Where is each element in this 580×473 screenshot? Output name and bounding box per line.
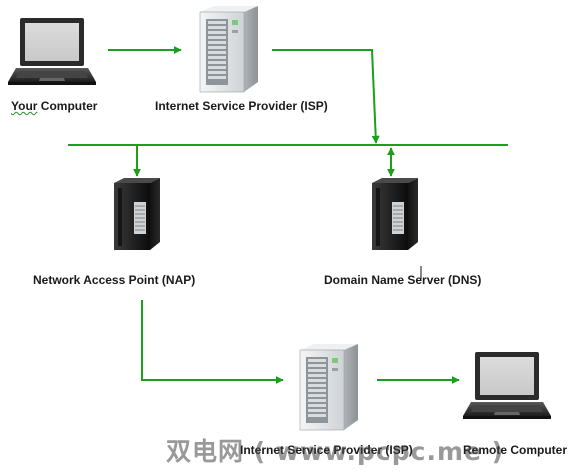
server-icon <box>299 344 358 431</box>
black-server-icon <box>114 178 160 250</box>
black-server-icon <box>372 178 418 250</box>
server-icon <box>199 6 258 93</box>
label-your-computer: Your Computer <box>11 99 97 113</box>
arrow-nap-to-isp <box>141 300 284 384</box>
label-nap: Network Access Point (NAP) <box>33 273 196 287</box>
label-remote-computer: Remote Computer <box>463 443 568 457</box>
label-isp-top: Internet Service Provider (ISP) <box>155 99 328 113</box>
label-your-computer-rest: Computer <box>37 99 98 113</box>
laptop-icon <box>8 18 96 85</box>
watermark: 双电网 ( www.pcpc.me ) <box>166 437 505 466</box>
label-dns: Domain Name Server (DNS) <box>324 273 482 287</box>
arrow-isp-to-backbone <box>272 49 380 144</box>
laptop-icon <box>463 352 551 419</box>
label-your-computer-word: Your <box>11 99 38 113</box>
label-isp-bottom: Internet Service Provider (ISP) <box>240 443 413 457</box>
